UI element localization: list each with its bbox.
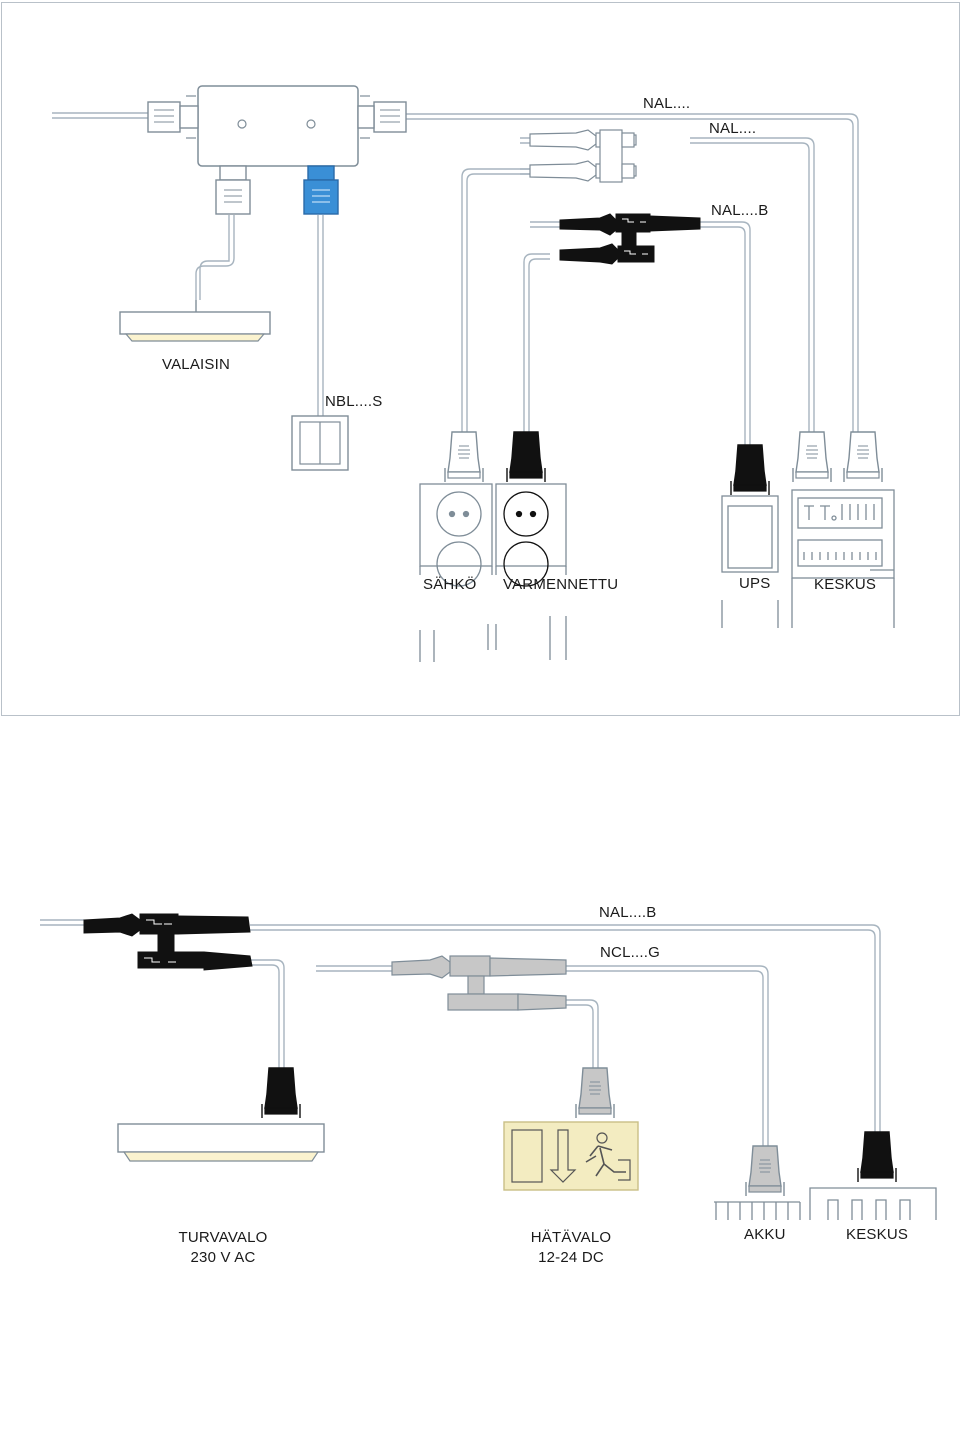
label-hatavalo: HÄTÄVALO 12-24 DC xyxy=(531,1228,612,1268)
keskus-board-top xyxy=(791,489,895,628)
label-nal-b: NAL....B xyxy=(711,202,769,219)
plug-keskus-bottom xyxy=(857,1131,897,1183)
label-varmennettu: VARMENNETTU xyxy=(503,576,619,593)
ups-unit xyxy=(721,495,779,628)
bottom-cables xyxy=(40,919,881,1146)
label-keskus-top: KESKUS xyxy=(814,576,877,593)
label-turvavalo-line1: TURVAVALO xyxy=(178,1229,268,1246)
tap-connector-nal-b-bottom xyxy=(83,913,253,971)
label-ups: UPS xyxy=(739,575,771,592)
valaisin-luminaire xyxy=(119,300,271,342)
keskus-board-bottom xyxy=(809,1187,937,1220)
label-keskus-bottom: KESKUS xyxy=(846,1226,909,1243)
top-cables xyxy=(52,112,859,445)
label-valaisin: VALAISIN xyxy=(162,356,231,373)
plug-varmennettu xyxy=(506,431,546,483)
tap-connector-nal-b xyxy=(559,213,701,265)
label-turvavalo: TURVAVALO 230 V AC xyxy=(178,1228,267,1268)
plug-keskus-2 xyxy=(843,431,883,483)
label-hatavalo-line1: HÄTÄVALO xyxy=(530,1229,612,1246)
label-nal-2: NAL.... xyxy=(709,120,757,137)
label-nal-b-bottom: NAL....B xyxy=(599,904,657,921)
label-nbl-s: NBL....S xyxy=(325,393,383,410)
plug-sahko xyxy=(444,431,484,483)
label-nal-1: NAL.... xyxy=(643,95,691,112)
junction-box xyxy=(147,85,407,215)
tap-connector-nal xyxy=(529,129,637,183)
akku-battery xyxy=(714,1201,801,1220)
socket-outlets xyxy=(419,483,567,662)
hatavalo-exit-sign xyxy=(503,1121,639,1191)
plug-turvavalo xyxy=(261,1067,301,1119)
label-hatavalo-line2: 12-24 DC xyxy=(538,1249,604,1266)
plug-keskus-1 xyxy=(792,431,832,483)
turvavalo-luminaire xyxy=(117,1123,325,1162)
plug-hatavalo xyxy=(575,1067,615,1119)
plug-ups xyxy=(730,444,770,496)
label-ncl-g: NCL....G xyxy=(600,944,660,961)
plug-akku xyxy=(745,1145,785,1197)
label-sahko: SÄHKÖ xyxy=(423,576,477,593)
nbl-switch xyxy=(291,415,349,471)
tap-connector-ncl-g xyxy=(391,955,567,1011)
label-turvavalo-line2: 230 V AC xyxy=(190,1249,256,1266)
label-akku: AKKU xyxy=(744,1226,786,1243)
